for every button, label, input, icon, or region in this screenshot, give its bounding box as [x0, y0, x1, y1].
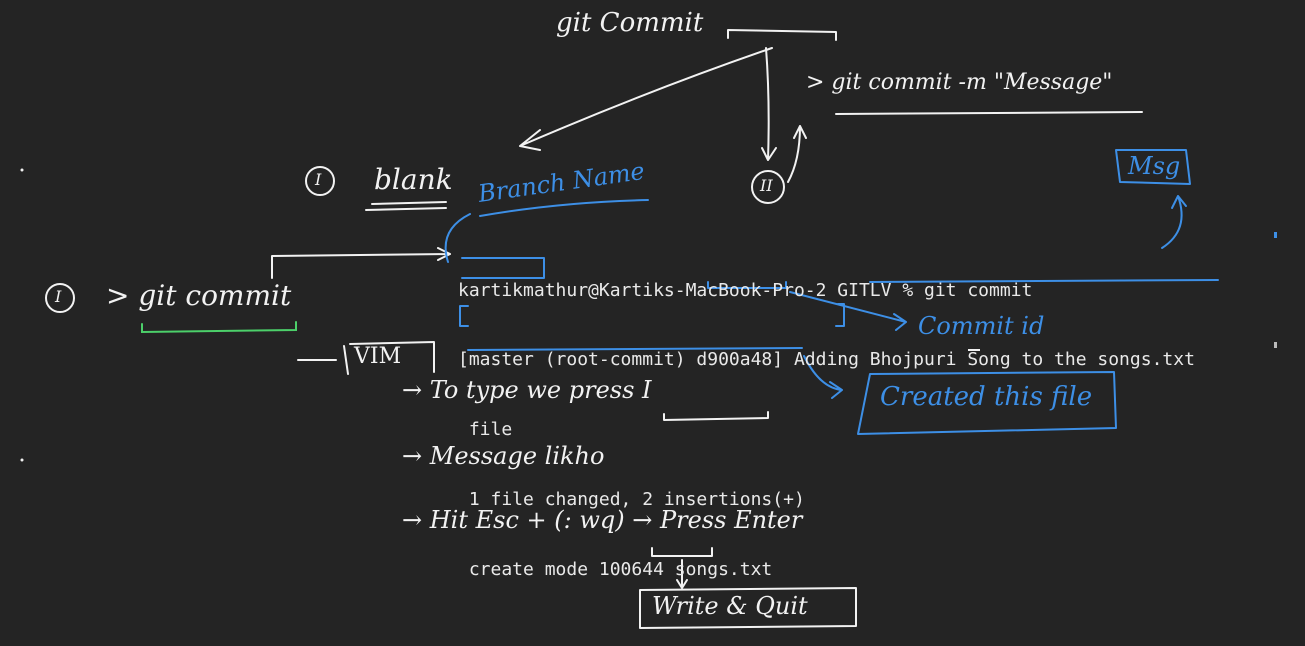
- created-box: [857, 371, 1117, 435]
- created-this-file-label: Created this file: [880, 382, 1093, 412]
- press-underline: [663, 411, 769, 421]
- hit-esc-label: → Hit Esc + (: wq) → Press Enter: [402, 506, 803, 534]
- terminal-line-prompt: kartikmathur@Kartiks-MacBook-Pro-2 GITLV…: [458, 279, 1033, 301]
- dot-left-bottom: [20, 458, 24, 462]
- commit-m-underline: [835, 111, 1143, 115]
- changed-bracket: [459, 303, 845, 327]
- dot-left-top: [20, 168, 24, 172]
- terminal-line-file: file: [458, 419, 513, 441]
- blank-underline: [365, 201, 447, 211]
- msg-box: [1115, 149, 1191, 185]
- wq-bracket: [651, 547, 713, 557]
- roman-one-top-label: I: [315, 170, 322, 189]
- wq-arrow: [676, 559, 688, 589]
- msg-underline: [869, 279, 1219, 283]
- branch-hook: [444, 213, 471, 263]
- terminal-line-changed: 1 file changed, 2 insertions(+): [458, 489, 805, 511]
- git-commit-cmd-label: > git commit: [106, 279, 292, 312]
- msg-label: Msg: [1128, 152, 1181, 180]
- git-commit-m-label: > git commit -m "Message": [806, 70, 1113, 95]
- terminal-line-commit: [master (root-commit) d900a48] Adding Bh…: [458, 349, 1195, 371]
- write-quit-box: [639, 587, 857, 629]
- message-likho-label: → Message likho: [402, 442, 605, 470]
- terminal-line-create: create mode 100644 songs.txt: [458, 559, 773, 581]
- branch-underline: [479, 199, 649, 217]
- create-underline: [467, 347, 803, 351]
- arrow-to-terminal: [271, 247, 451, 279]
- arrow-to-blank: [519, 47, 773, 151]
- vim-label: VIM: [354, 344, 402, 369]
- title-label: git Commit: [556, 8, 704, 38]
- write-quit-label: Write & Quit: [652, 592, 808, 620]
- commit-id-label: Commit id: [918, 312, 1045, 340]
- commit-id-arrow: [789, 291, 907, 331]
- roman-one-left-label: I: [55, 287, 62, 306]
- arrow-two-up: [787, 125, 807, 183]
- roman-two-label: II: [760, 176, 773, 195]
- arrow-to-two: [761, 47, 777, 161]
- msg-arrow: [1161, 195, 1187, 249]
- circle-one-top: [305, 166, 335, 196]
- scroll-mark-top: [1274, 232, 1277, 238]
- blank-label: blank: [374, 163, 453, 196]
- vim-box: [343, 341, 435, 375]
- title-bracket: [727, 29, 837, 41]
- create-arrow: [803, 355, 843, 399]
- circle-two: [751, 170, 785, 204]
- commit-id-bracket: [707, 281, 787, 289]
- to-type-label: → To type we press I: [402, 376, 652, 404]
- circle-one-left: [45, 283, 75, 313]
- git-commit-underline: [141, 321, 297, 334]
- master-box: [461, 257, 545, 279]
- scroll-mark-bottom: [1274, 342, 1277, 348]
- terminal-output: kartikmathur@Kartiks-MacBook-Pro-2 GITLV…: [458, 232, 1195, 605]
